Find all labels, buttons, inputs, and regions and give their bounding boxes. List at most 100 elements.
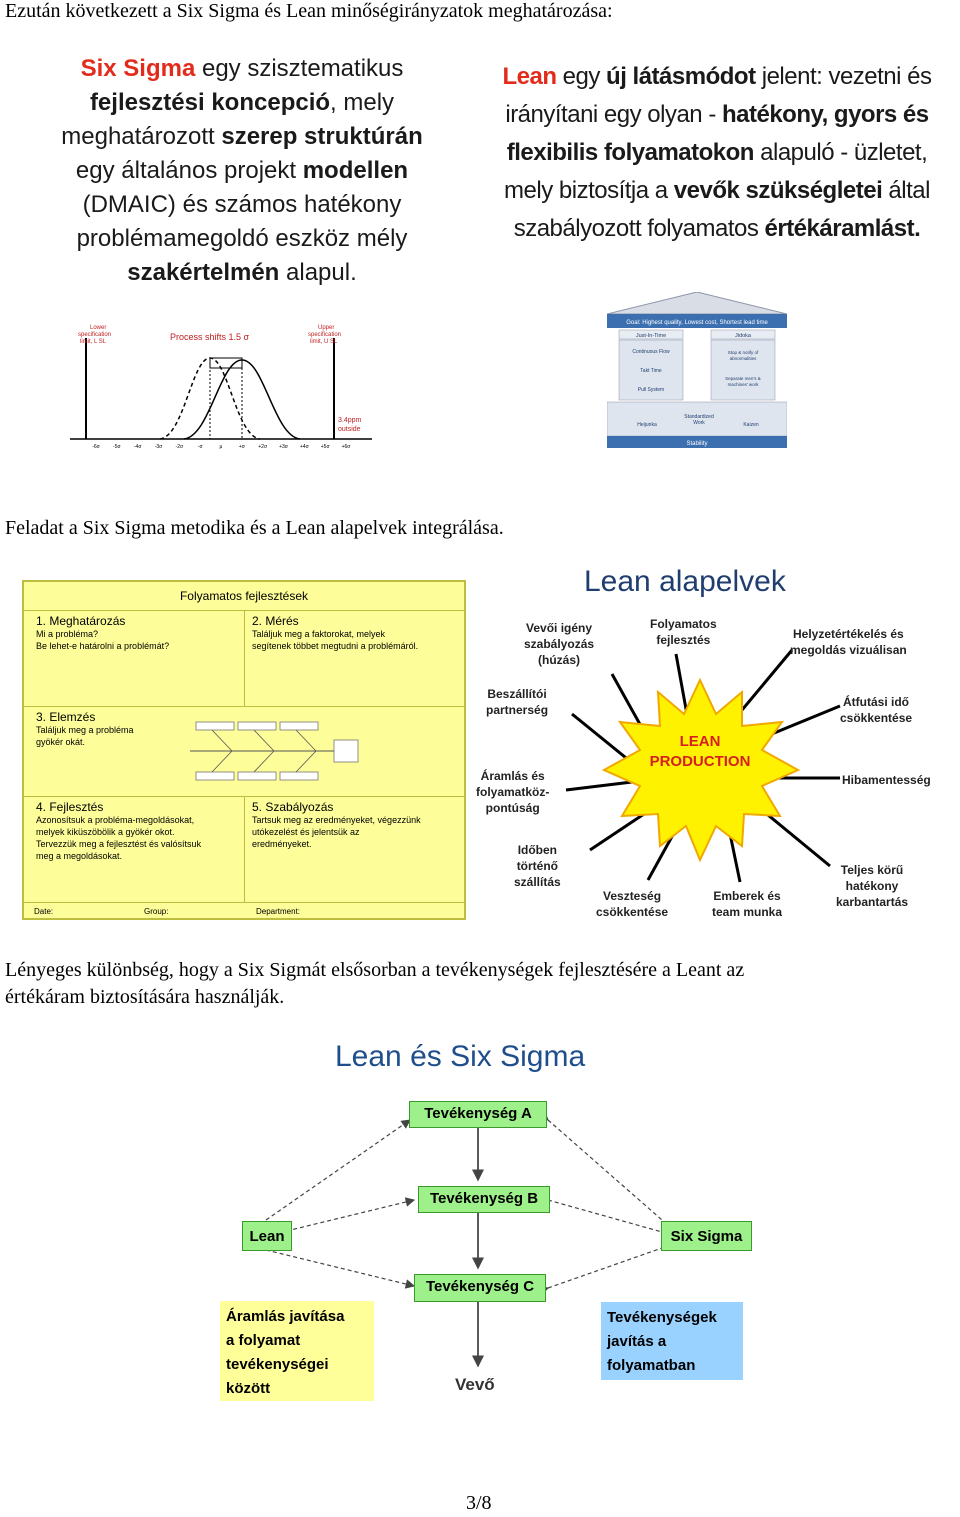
def-text: mely biztosítja a: [504, 177, 674, 204]
def-text-bold: vevők szükségletei: [673, 177, 883, 204]
def-text: jelent: vezetni és: [755, 63, 932, 90]
divider: [24, 902, 464, 903]
def-text: alapul.: [279, 259, 357, 286]
lean-six-sigma-title: Lean és Six Sigma: [335, 1040, 586, 1073]
process-improvement-card: Folyamatos fejlesztések 1. Meghatározás …: [22, 580, 466, 920]
arrow: [761, 808, 831, 868]
def-text: által: [882, 177, 930, 204]
principle-waste-reduction: Veszteség csökkentése: [596, 889, 669, 919]
bone: [253, 750, 275, 773]
principle-visual-management: Helyzetértékelés és megoldás vizuálisan: [790, 627, 907, 657]
principle-supplier-partnership: Beszállítói partnerség: [486, 687, 549, 717]
lean-principles-title: Lean alapelvek: [584, 565, 786, 598]
right-pillar: [710, 339, 776, 401]
def-text-bold: hatékony, gyors és: [721, 101, 929, 128]
pillar-item: Takt Time: [640, 368, 662, 374]
principle-tpm: Teljes körű hatékony karbantartás: [836, 863, 909, 909]
sigma-tick-label: -4σ: [134, 444, 142, 450]
bone: [211, 729, 233, 752]
sigma-tick-label: +5σ: [321, 444, 331, 450]
step-body: Mi a probléma? Be lehet-e határolni a pr…: [36, 629, 170, 651]
page-number: 3/8: [466, 1492, 492, 1514]
step-body: Azonosítsuk a probléma-megoldásokat, mel…: [36, 815, 202, 861]
def-text: meghatározott: [61, 123, 222, 150]
shift-marker: [209, 357, 243, 369]
bone: [253, 729, 275, 752]
six-sigma-definition: Six Sigma egy szisztematikus fejlesztési…: [18, 52, 466, 290]
task-text: Feladat a Six Sigma metodika és a Lean a…: [5, 517, 504, 539]
bone: [295, 729, 317, 752]
def-text: alapuló - üzletet,: [753, 139, 928, 166]
jidoka-band: [710, 329, 776, 340]
activity-a-box: Tevékenység A: [409, 1101, 547, 1128]
step-analyze: 3. Elemzés Találjuk meg a probléma gyöké…: [36, 710, 134, 748]
principle-continuous-improvement: Folyamatos fejlesztés: [650, 617, 717, 647]
lean-house-figure: Goal: Highest quality, Lowest cost, Shor…: [607, 292, 787, 448]
shift-label: Process shifts 1.5 σ: [170, 332, 250, 342]
intro-text: Ezután következett a Six Sigma és Lean m…: [5, 0, 613, 22]
stability-label: Stability: [686, 441, 707, 447]
link: [265, 1119, 411, 1221]
link: [538, 1247, 663, 1296]
def-text: szabályozott folyamatos: [513, 215, 765, 242]
step-measure: 2. Mérés Találjuk meg a faktorokat, mely…: [252, 614, 418, 652]
lean-production-burst: [601, 677, 801, 863]
sigma-tick-label: +6σ: [342, 444, 352, 450]
step-title: 3. Elemzés: [36, 710, 96, 724]
cause-box: [279, 721, 319, 731]
activity-c-box: Tevékenység C: [414, 1274, 546, 1302]
divider: [24, 706, 464, 707]
step-improve: 4. Fejlesztés Azonosítsuk a probléma-meg…: [36, 800, 201, 862]
def-text: problémamegoldó eszköz mély: [76, 225, 408, 252]
step-body: Találjuk meg a probléma gyökér okát.: [36, 725, 134, 747]
sigma-tick-label: +σ: [239, 444, 246, 450]
jidoka-label: Jidoka: [735, 333, 752, 339]
link: [538, 1110, 663, 1221]
base-item: Heijunka: [637, 422, 657, 428]
def-text: irányítani egy olyan -: [505, 101, 722, 128]
def-text: egy: [556, 63, 607, 90]
six-sigma-description-box: Tevékenységek javítás a folyamatban: [601, 1302, 743, 1380]
sigma-tick-label: -3σ: [155, 444, 163, 450]
difference-text-line2: értékáram biztosítására használják.: [5, 986, 285, 1008]
step-control: 5. Szabályozás Tartsuk meg az eredmények…: [252, 800, 421, 850]
cause-box: [279, 771, 319, 781]
cause-box: [195, 721, 235, 731]
sigma-tick-label: +4σ: [300, 444, 310, 450]
lean-term: Lean: [502, 63, 558, 90]
sigma-tick-label: +3σ: [279, 444, 289, 450]
cause-box: [237, 771, 277, 781]
lean-description-box: Áramlás javítása a folyamat tevékenysége…: [220, 1301, 374, 1401]
card-header: Folyamatos fejlesztések: [179, 589, 309, 603]
lean-definition: Lean egy új látásmódot jelent: vezetni é…: [474, 58, 960, 248]
cause-box: [237, 721, 277, 731]
link: [538, 1193, 663, 1233]
left-pillar-items: Continuous Flow Takt Time Pull System: [632, 349, 670, 393]
arrow: [565, 780, 633, 792]
dashed-links: [265, 1110, 663, 1296]
sigma-tick-label: -σ: [198, 444, 204, 450]
principle-pull: Vevői igény szabályozás (húzás): [524, 621, 595, 667]
pillar-item: Continuous Flow: [632, 349, 670, 355]
def-text: , mely: [330, 89, 395, 116]
principle-people-teamwork: Emberek és team munka: [712, 889, 783, 919]
principle-lead-time-reduction: Átfutási idő csökkentése: [840, 695, 913, 725]
base-item: Kaizen: [743, 422, 759, 428]
step-title: 5. Szabályozás: [252, 800, 334, 814]
def-text-bold: szerep struktúrán: [221, 123, 423, 150]
sigma-tick-label: -6σ: [92, 444, 100, 450]
date-field: Date:: [34, 907, 54, 916]
goal-band: [607, 314, 787, 328]
roof: [607, 292, 787, 315]
sigma-tick-label: -2σ: [176, 444, 184, 450]
principle-just-in-time-delivery: Időben történő szállítás: [514, 843, 561, 889]
six-sigma-box: Six Sigma: [661, 1221, 752, 1251]
def-text-bold: modellen: [302, 157, 409, 184]
lean-box: Lean: [242, 1221, 292, 1251]
